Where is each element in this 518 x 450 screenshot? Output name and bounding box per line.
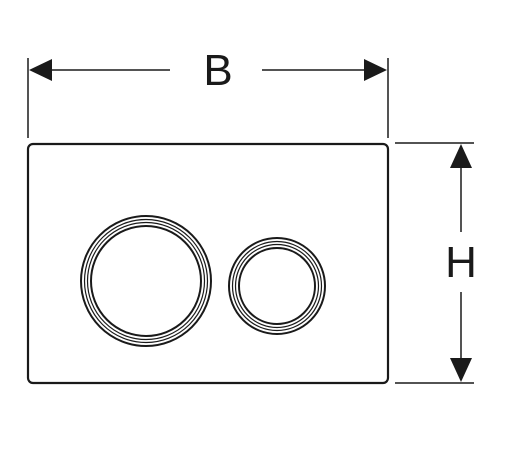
width-arrow-right-icon xyxy=(364,59,387,81)
width-arrow-left-icon xyxy=(29,59,52,81)
height-label: H xyxy=(445,238,477,287)
height-arrow-top-icon xyxy=(450,144,472,168)
large-flush-button-icon xyxy=(80,215,212,347)
height-dimension: H xyxy=(445,144,477,382)
height-arrow-bottom-icon xyxy=(450,358,472,382)
flush-plate-outline xyxy=(26,142,390,385)
width-label: B xyxy=(203,46,232,95)
small-flush-button-icon xyxy=(228,237,326,335)
width-dimension: B xyxy=(29,46,387,95)
